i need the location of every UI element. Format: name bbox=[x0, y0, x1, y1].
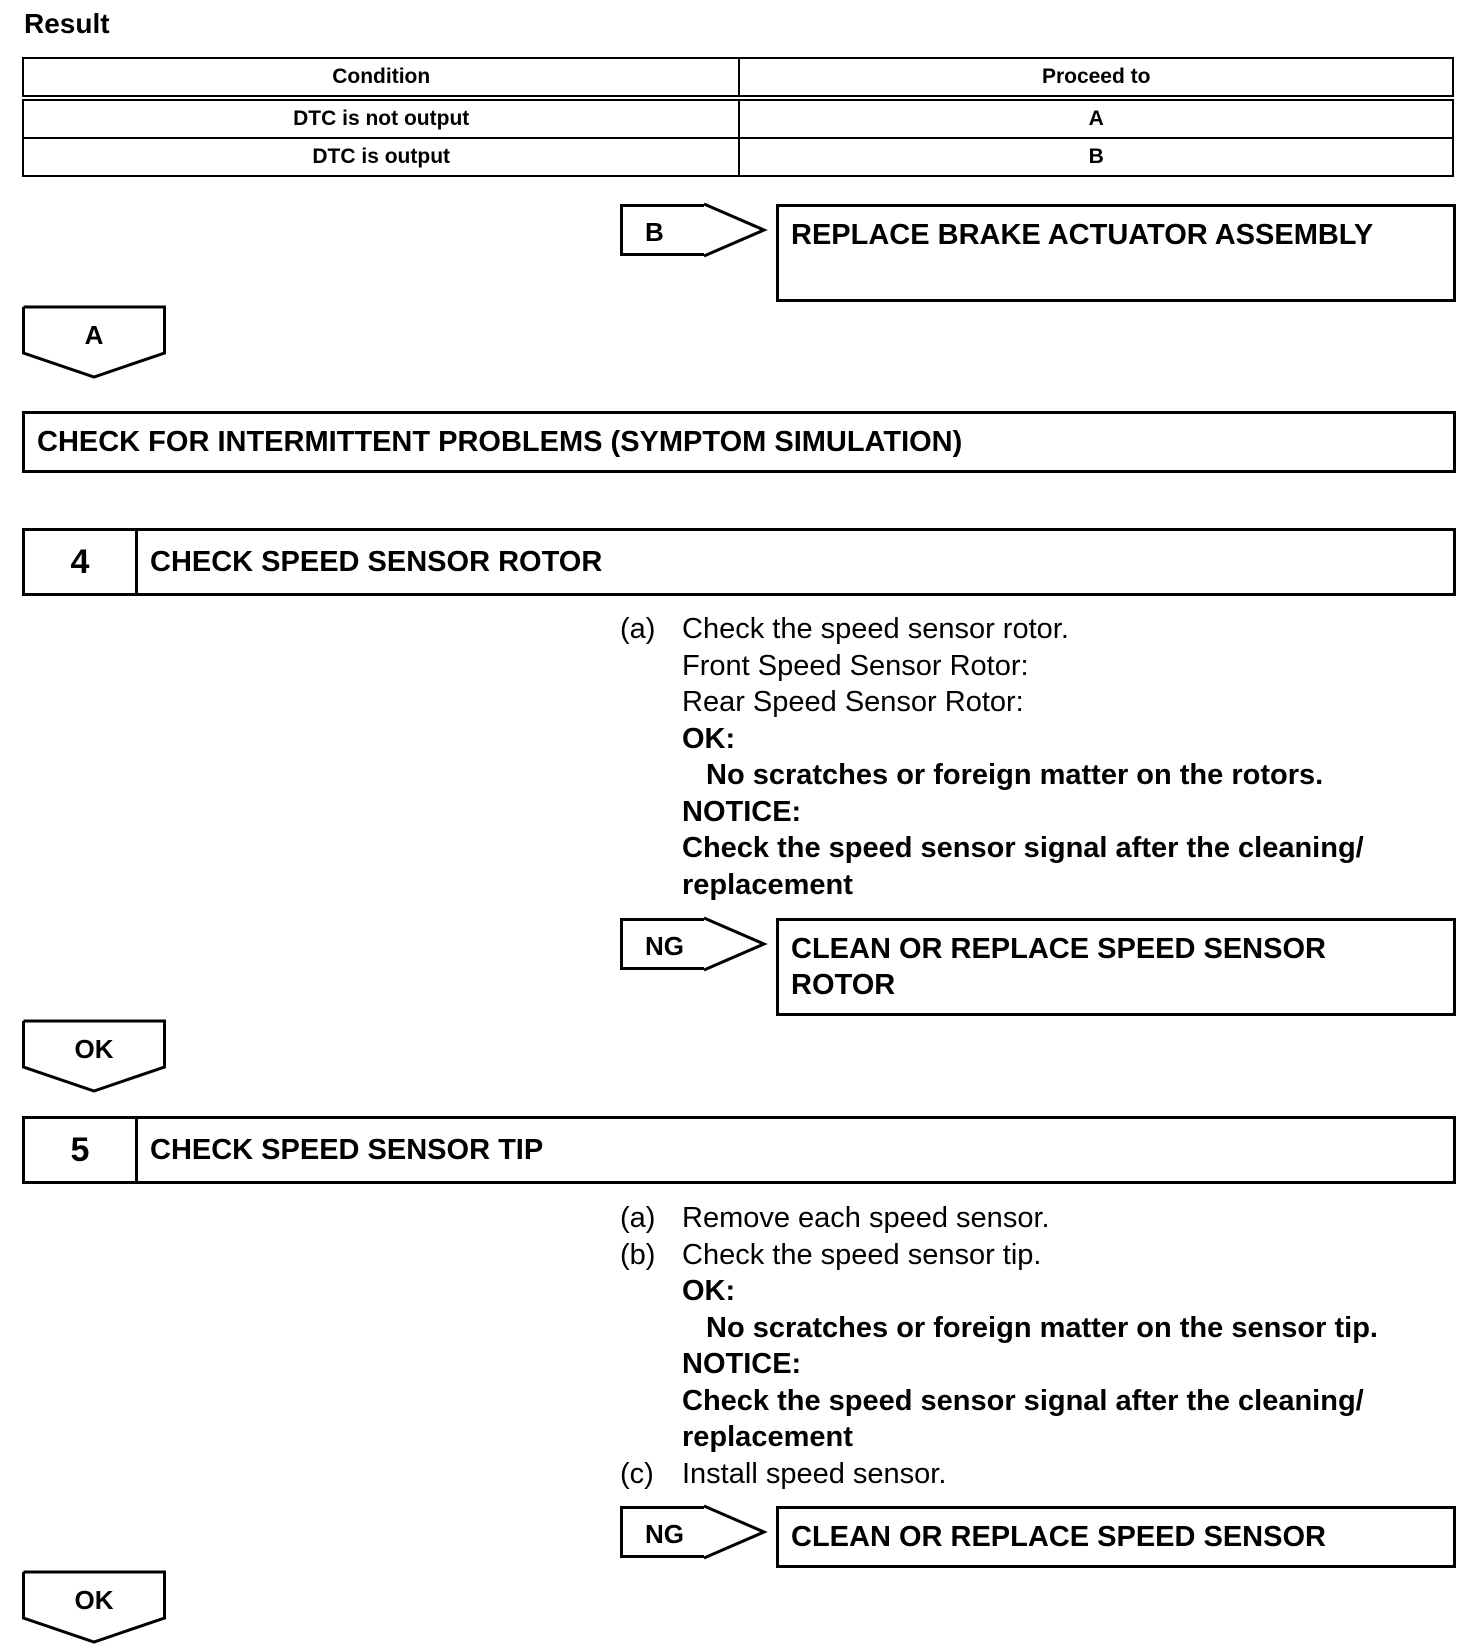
step-4-ng-label: NG bbox=[645, 931, 684, 961]
step-5-ok-tag[interactable]: OK bbox=[22, 1570, 166, 1644]
down-arrow-icon: A bbox=[22, 305, 166, 379]
branch-b-label: B bbox=[645, 217, 664, 247]
step-5-marker-b: (b) bbox=[620, 1238, 656, 1271]
step-4-notice-text-1: Check the speed sensor signal after the … bbox=[682, 832, 1364, 864]
step-4-ng-tag[interactable]: NG bbox=[620, 916, 768, 972]
step-5-text-a: Remove each speed sensor. bbox=[682, 1202, 1050, 1234]
step-5-notice-label: NOTICE: bbox=[682, 1348, 802, 1380]
column-header-proceed-to: Proceed to bbox=[738, 57, 1454, 101]
step-5-marker-c: (c) bbox=[620, 1457, 654, 1490]
step-5-text-c: Install speed sensor. bbox=[682, 1457, 947, 1490]
column-header-condition: Condition bbox=[21, 57, 741, 101]
table-row: DTC is not output A bbox=[21, 97, 1454, 139]
table-header-row: Condition Proceed to bbox=[21, 57, 1454, 101]
step-4-text-a: Check the speed sensor rotor. bbox=[682, 613, 1069, 645]
result-heading: Result bbox=[24, 8, 110, 39]
step-5-ok-label: OK: bbox=[682, 1275, 736, 1307]
step-4-notice-text-2: replacement bbox=[682, 868, 853, 901]
step-5-ok-text: No scratches or foreign matter on the se… bbox=[706, 1311, 1378, 1344]
step-4-ok-text: No scratches or foreign matter on the ro… bbox=[706, 759, 1324, 791]
clean-replace-rotor-line-1: CLEAN OR REPLACE SPEED SENSOR bbox=[791, 933, 1326, 965]
step-4-notice-label: NOTICE: bbox=[682, 795, 802, 828]
step-4-title: CHECK SPEED SENSOR ROTOR bbox=[150, 545, 603, 578]
step-4-front-rotor: Front Speed Sensor Rotor: bbox=[682, 649, 1029, 682]
down-arrow-icon: OK bbox=[22, 1570, 166, 1644]
step-5-procedure: (a) Remove each speed sensor. (b) Check … bbox=[620, 1200, 1460, 1492]
clean-replace-rotor-box: CLEAN OR REPLACE SPEED SENSOR ROTOR bbox=[776, 918, 1456, 1016]
table-row: DTC is output B bbox=[21, 137, 1454, 177]
right-arrow-icon bbox=[703, 916, 768, 972]
step-4-rear-rotor: Rear Speed Sensor Rotor: bbox=[682, 686, 1024, 718]
step-5-marker-a: (a) bbox=[620, 1202, 656, 1234]
step-5-number: 5 bbox=[25, 1119, 138, 1181]
step-4-number: 4 bbox=[25, 531, 138, 593]
step-5-header: 5 CHECK SPEED SENSOR TIP bbox=[22, 1116, 1456, 1184]
right-arrow-icon bbox=[703, 202, 768, 258]
step-4-procedure: (a) Check the speed sensor rotor. Front … bbox=[620, 611, 1460, 903]
table-cell-condition: DTC is not output bbox=[21, 97, 741, 139]
step-4-header: 4 CHECK SPEED SENSOR ROTOR bbox=[22, 528, 1456, 596]
step-5-notice-text-2: replacement bbox=[682, 1421, 853, 1453]
step-4-ok-label: OK: bbox=[682, 722, 736, 755]
step-5-ok-tag-label: OK bbox=[75, 1585, 114, 1615]
result-table: Condition Proceed to DTC is not output A… bbox=[21, 57, 1454, 177]
step-4-ok-tag-label: OK bbox=[75, 1034, 114, 1064]
table-cell-proceed-to: A bbox=[738, 97, 1454, 139]
table-cell-proceed-to: B bbox=[738, 137, 1454, 177]
replace-brake-actuator-box: REPLACE BRAKE ACTUATOR ASSEMBLY bbox=[776, 204, 1456, 302]
branch-a-tag[interactable]: A bbox=[22, 305, 166, 379]
clean-replace-sensor-box: CLEAN OR REPLACE SPEED SENSOR bbox=[776, 1506, 1456, 1568]
right-arrow-icon bbox=[703, 1504, 768, 1560]
step-4-marker-a: (a) bbox=[620, 613, 656, 645]
branch-b-tag[interactable]: B bbox=[620, 202, 768, 258]
step-4-ok-tag[interactable]: OK bbox=[22, 1019, 166, 1093]
step-5-title: CHECK SPEED SENSOR TIP bbox=[150, 1133, 544, 1166]
step-5-ng-tag[interactable]: NG bbox=[620, 1504, 768, 1560]
clean-replace-rotor-line-2: ROTOR bbox=[791, 969, 896, 1001]
step-5-notice-text-1: Check the speed sensor signal after the … bbox=[682, 1384, 1364, 1417]
intermittent-problems-box: CHECK FOR INTERMITTENT PROBLEMS (SYMPTOM… bbox=[22, 411, 1456, 473]
down-arrow-icon: OK bbox=[22, 1019, 166, 1093]
step-5-text-b: Check the speed sensor tip. bbox=[682, 1238, 1042, 1271]
table-cell-condition: DTC is output bbox=[21, 137, 741, 177]
step-5-ng-label: NG bbox=[645, 1519, 684, 1549]
branch-a-label: A bbox=[85, 320, 104, 350]
